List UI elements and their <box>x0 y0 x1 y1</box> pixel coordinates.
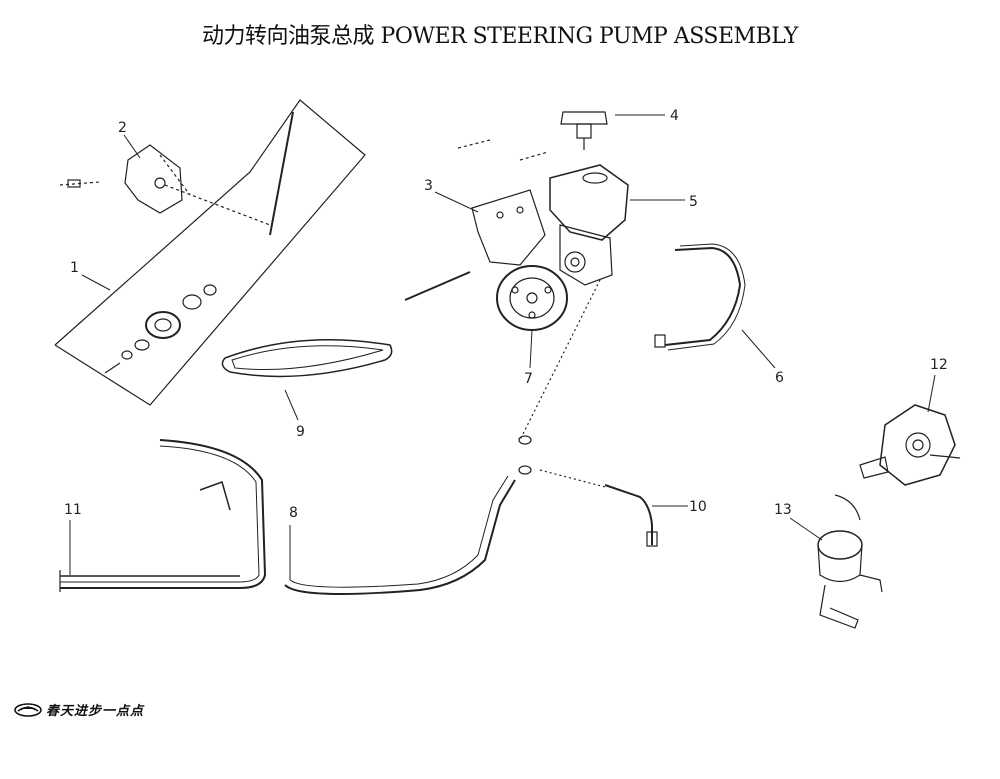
callout-4: 4 <box>670 108 679 124</box>
callout-6: 6 <box>775 370 784 386</box>
callout-11: 11 <box>64 502 82 518</box>
pump-pulley <box>404 265 568 331</box>
tensioner-pulley-assembly <box>54 99 366 406</box>
brand-slogan: 春天进步一点点 <box>46 704 145 719</box>
callout-10: 10 <box>689 499 707 515</box>
drive-belt <box>221 339 393 378</box>
callout-7: 7 <box>524 371 533 387</box>
pressure-hose <box>654 243 746 351</box>
mounting-plate <box>457 139 549 266</box>
callout-5: 5 <box>689 194 698 210</box>
pump-bracket <box>59 144 183 214</box>
return-line <box>284 279 601 595</box>
callout-8: 8 <box>289 505 298 521</box>
reservoir-cap <box>560 111 608 150</box>
page-title: 动力转向油泵总成 POWER STEERING PUMP ASSEMBLY <box>202 24 798 49</box>
pump-alternate-view <box>859 404 961 486</box>
callout-12: 12 <box>930 357 948 373</box>
callout-1: 1 <box>70 260 79 276</box>
callout-3: 3 <box>424 178 433 194</box>
hose-fitting <box>539 469 658 547</box>
callout-13: 13 <box>774 502 792 518</box>
callout-9: 9 <box>296 424 305 440</box>
fluid-reservoir <box>817 494 883 629</box>
callout-2: 2 <box>118 120 127 136</box>
pump-body <box>549 164 629 286</box>
cooler-pipe <box>59 439 267 592</box>
brand-logo: 春天进步一点点 <box>14 700 144 719</box>
brand-emblem-icon <box>14 702 42 717</box>
